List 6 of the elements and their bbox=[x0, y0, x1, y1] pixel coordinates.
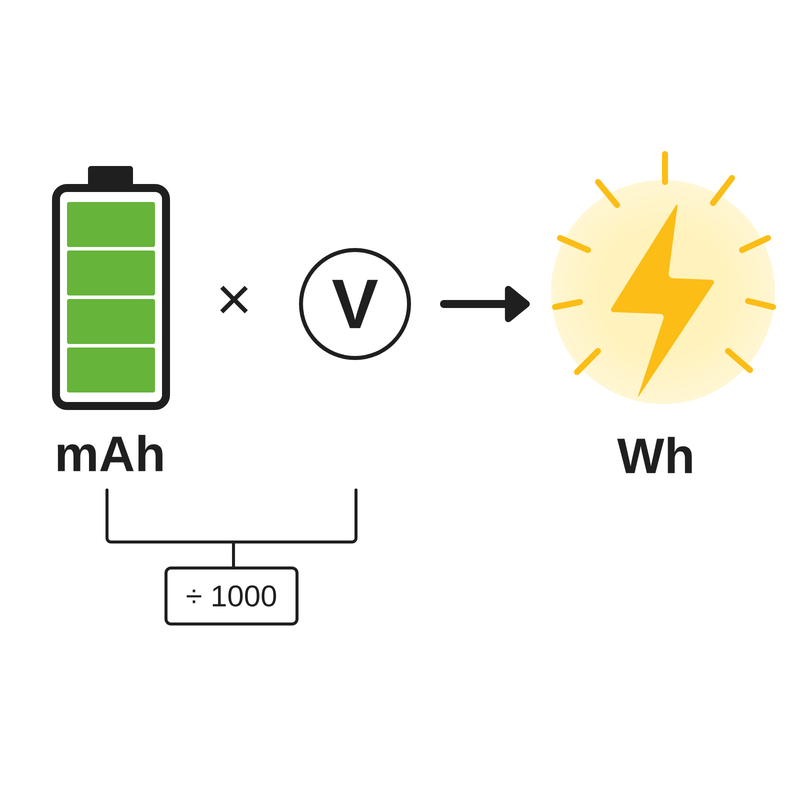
battery-icon bbox=[52, 166, 170, 410]
divisor-box: ÷ 1000 bbox=[164, 566, 298, 626]
unit-label: Wh bbox=[617, 436, 692, 474]
unit-label: mAh bbox=[58, 434, 162, 472]
multiply-sign: × bbox=[220, 286, 248, 314]
arrow bbox=[440, 286, 530, 322]
